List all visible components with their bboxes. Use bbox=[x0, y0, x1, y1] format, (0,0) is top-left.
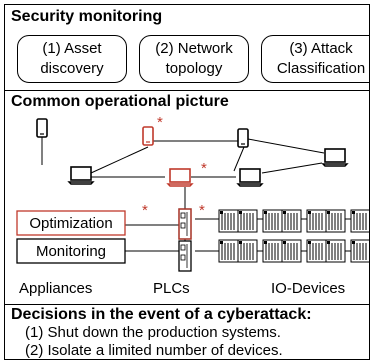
common-operational-picture-section: Common operational picture bbox=[5, 91, 369, 305]
asset-discovery-box: (1) Asset discovery bbox=[17, 35, 127, 83]
phone-icon bbox=[36, 118, 48, 138]
asset-discovery-line2: discovery bbox=[40, 60, 104, 77]
monitoring-label: Monitoring bbox=[36, 243, 106, 260]
phone-icon-compromised bbox=[142, 126, 154, 146]
network-topology-box: (2) Network topology bbox=[139, 35, 249, 83]
compromise-marker: * bbox=[199, 202, 205, 219]
laptop-icon bbox=[68, 166, 94, 185]
figure-frame: Security monitoring (1) Asset discovery … bbox=[4, 4, 370, 360]
plc-icon bbox=[178, 208, 192, 240]
compromise-markers: * * * * bbox=[142, 114, 207, 219]
network-diagram: Optimization Monitoring bbox=[16, 114, 369, 297]
laptop-icon bbox=[237, 168, 263, 187]
decisions-title: Decisions in the event of a cyberattack: bbox=[11, 306, 312, 323]
attack-classification-line1: (3) Attack bbox=[289, 40, 353, 57]
network-topology-line2: topology bbox=[165, 60, 223, 77]
asset-discovery-line1: (1) Asset bbox=[42, 40, 102, 57]
decisions-section: Decisions in the event of a cyberattack:… bbox=[5, 305, 369, 359]
optimization-label: Optimization bbox=[29, 215, 112, 232]
decision-item: (2) Isolate a limited number of devices. bbox=[25, 342, 283, 359]
attack-classification-box: (3) Attack Classification bbox=[261, 35, 369, 83]
security-monitoring-title: Security monitoring bbox=[11, 8, 163, 25]
attack-classification-line2: Classification bbox=[276, 60, 366, 77]
io-devices-row-1 bbox=[218, 209, 369, 233]
phone-icon bbox=[237, 128, 249, 148]
network-topology-line1: (2) Network bbox=[155, 40, 233, 57]
compromise-marker: * bbox=[142, 202, 148, 219]
optimization-appliance-box bbox=[16, 210, 126, 236]
security-monitoring-section: Security monitoring (1) Asset discovery … bbox=[5, 5, 369, 91]
monitoring-appliance-box bbox=[16, 238, 126, 264]
appliances-label: Appliances bbox=[19, 280, 92, 297]
laptop-icon bbox=[322, 148, 348, 167]
laptop-icon-compromised bbox=[167, 168, 193, 187]
io-devices-label: IO-Devices bbox=[271, 280, 345, 297]
plcs-label: PLCs bbox=[153, 280, 190, 297]
plc-icon bbox=[178, 240, 192, 272]
decision-item: (1) Shut down the production systems. bbox=[25, 324, 281, 341]
compromise-marker: * bbox=[157, 114, 163, 131]
compromise-marker: * bbox=[201, 160, 207, 177]
cop-title: Common operational picture bbox=[11, 93, 229, 110]
